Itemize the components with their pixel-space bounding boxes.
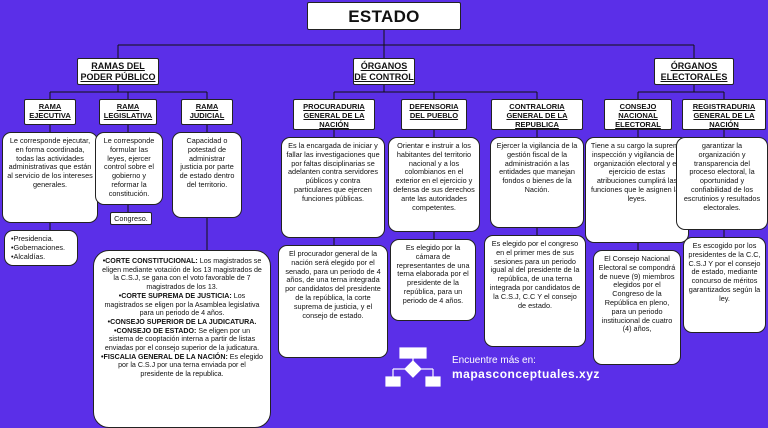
footer-link[interactable]: mapasconceptuales.xyz xyxy=(452,367,600,381)
rama-ejecutiva-header: RAMA EJECUTIVA xyxy=(24,99,76,125)
ejecutiva-entities-list: •Presidencia. •Gobernaciones. •Alcaldías… xyxy=(4,230,78,266)
list-item: •Presidencia. xyxy=(11,234,54,243)
procuraduria-election: El procurador general de la nación será … xyxy=(278,245,388,358)
court-item: •CONSEJO SUPERIOR DE LA JUDICATURA. xyxy=(107,317,257,326)
congreso-badge: Congreso. xyxy=(110,212,152,225)
ejecutiva-description: Le corresponde ejecutar, en forma coordi… xyxy=(2,132,98,223)
rama-legislativa-header: RAMA LEGISLATIVA xyxy=(99,99,157,125)
contraloria-function: Ejercer la vigilancia de la gestión fisc… xyxy=(490,137,584,228)
flowchart-icon xyxy=(385,347,441,387)
branch-poder-publico: RAMAS DEL PODER PÚBLICO xyxy=(77,58,159,85)
court-item: •CONSEJO DE ESTADO: Se eligen por un sis… xyxy=(104,326,260,353)
defensoria-header: DEFENSORIA DEL PUEBLO xyxy=(401,99,467,130)
footer-caption: Encuentre más en: xyxy=(452,355,536,366)
legislativa-description: Le corresponde formular las leyes, ejerc… xyxy=(95,132,163,205)
contraloria-header: CONTRALORIA GENERAL DE LA REPUBLICA xyxy=(491,99,583,130)
court-item: •CORTE CONSTITUCIONAL: Los magistrados s… xyxy=(102,257,262,292)
list-item: •Alcaldías. xyxy=(11,252,46,261)
registraduria-function: garantizar la organización y transparenc… xyxy=(676,137,768,230)
cne-election: El Consejo Nacional Electoral se compond… xyxy=(593,250,681,365)
registraduria-header: REGISTRADURIA GENERAL DE LA NACIÓN xyxy=(682,99,766,130)
procuraduria-function: Es la encargada de iniciar y fallar las … xyxy=(281,137,385,238)
branch-organos-electorales: ÓRGANOS ELECTORALES xyxy=(654,58,734,85)
court-item: •FISCALIA GENERAL DE LA NACIÓN: Es elegi… xyxy=(101,352,263,379)
page-title: ESTADO COLOMBIANO xyxy=(307,2,461,30)
defensoria-election: Es elegido por la cámara de representant… xyxy=(390,239,476,321)
footer-promo: Encuentre más en: mapasconceptuales.xyz xyxy=(383,347,599,387)
contraloria-election: Es elegido por el congreso en el primer … xyxy=(484,235,586,347)
cne-header: CONSEJO NACIONAL ELECTORAL xyxy=(604,99,672,130)
cne-function: Tiene a su cargo la suprema inspección y… xyxy=(585,137,689,243)
procuraduria-header: PROCURADURIA GENERAL DE LA NACIÓN xyxy=(293,99,375,130)
court-item: •CORTE SUPREMA DE JUSTICIA: Los magistra… xyxy=(104,291,260,318)
judicial-description: Capacidad o potestad de administrar just… xyxy=(172,132,242,218)
rama-judicial-header: RAMA JUDICIAL xyxy=(181,99,233,125)
judicial-courts-detail: •CORTE CONSTITUCIONAL: Los magistrados s… xyxy=(93,250,271,428)
branch-organos-control: ÓRGANOS DE CONTROL xyxy=(353,58,415,85)
registraduria-election: Es escogido por los presidentes de la C.… xyxy=(683,237,766,333)
list-item: •Gobernaciones. xyxy=(11,243,66,252)
defensoria-function: Orientar e instruir a los habitantes del… xyxy=(388,137,480,232)
